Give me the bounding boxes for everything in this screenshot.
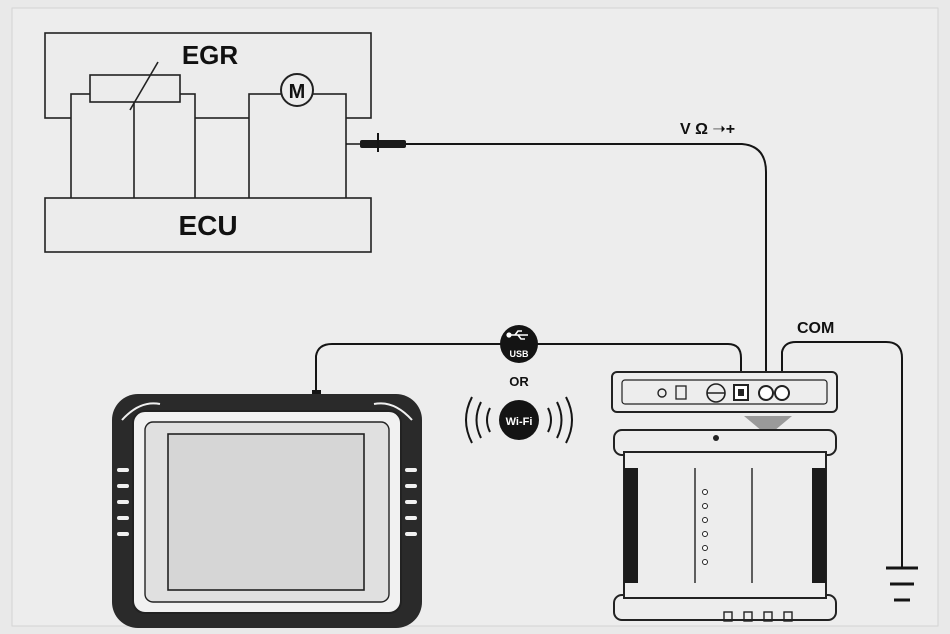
diagnostic-tablet (112, 394, 422, 628)
wifi-badge (499, 400, 539, 440)
wifi-label: Wi-Fi (506, 416, 533, 428)
egr-right-component (248, 93, 347, 205)
tablet-left-grips (117, 468, 129, 536)
ecu-label: ECU (178, 210, 237, 241)
probe-lead: V Ω ➝+ (346, 121, 767, 386)
egr-label: EGR (182, 40, 239, 70)
probe-tip-icon (360, 140, 406, 148)
down-arrow-icon (744, 416, 792, 436)
resistor-wiper (129, 61, 159, 111)
egr-ecu-assembly: M EGR ECU (44, 32, 372, 253)
com-jack-icon (774, 385, 790, 401)
tablet-right-grips (405, 468, 417, 536)
com-label: COM (797, 320, 834, 337)
motor-label: M (289, 81, 306, 103)
tablet-screen (167, 433, 365, 591)
ecu-base (44, 197, 372, 253)
com-lead: COM (781, 320, 918, 602)
wifi-connection: Wi-Fi (465, 396, 573, 444)
or-label: OR (509, 374, 529, 389)
probe-label: V Ω ➝+ (680, 121, 735, 138)
usb-label: USB (509, 349, 529, 359)
bottom-ports (723, 611, 793, 622)
egr-left-component (70, 93, 196, 205)
voltage-jack-icon (758, 385, 774, 401)
status-led-column (702, 489, 708, 565)
wifi-icon (465, 396, 573, 444)
variable-resistor-icon (89, 74, 181, 103)
vci-device-body (613, 429, 837, 622)
motor-icon (280, 73, 314, 107)
usb-icon (506, 330, 528, 340)
vci-top-panel (611, 371, 838, 413)
ground-symbol-icon (886, 566, 918, 602)
